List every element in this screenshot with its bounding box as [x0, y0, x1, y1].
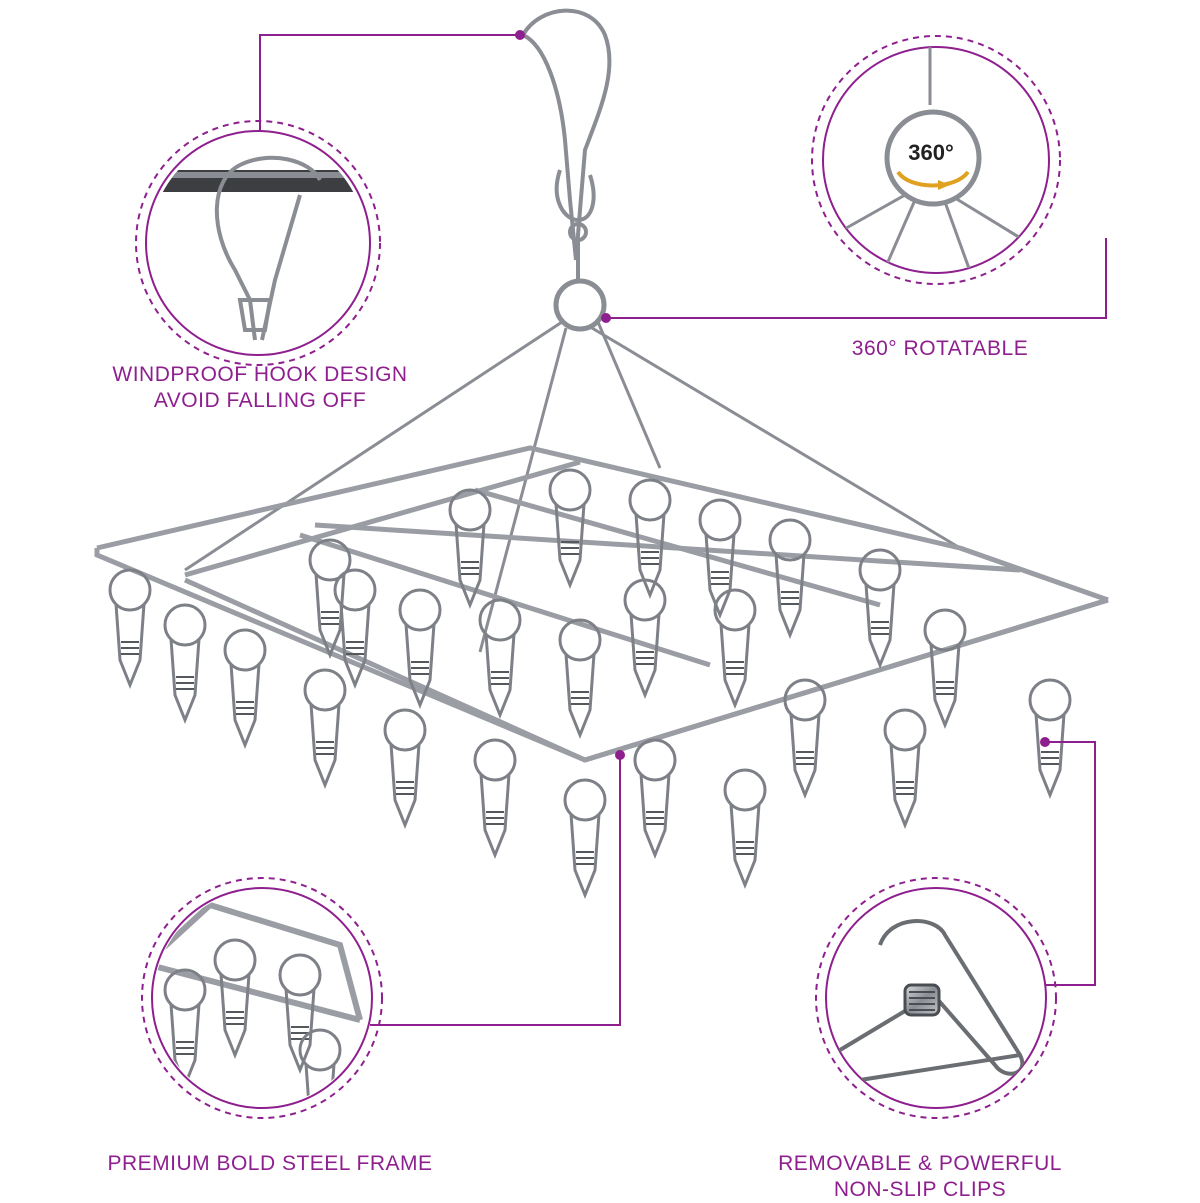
label-steel-frame: PREMIUM BOLD STEEL FRAME	[90, 1151, 450, 1177]
label-windproof-line2: AVOID FALLING OFF	[153, 389, 367, 412]
detail-circle-frame	[141, 877, 383, 1119]
clips-row	[108, 468, 1072, 897]
rotation-arrow-icon	[896, 170, 970, 188]
label-rotatable: 360° ROTATABLE	[820, 336, 1060, 362]
detail-circle-hook	[135, 120, 381, 366]
label-windproof-line1: WINDPROOF HOOK DESIGN	[112, 363, 408, 386]
callout-connectors	[259, 30, 1107, 1026]
rotation-badge: 360°	[908, 140, 954, 165]
swivel-ring	[553, 278, 607, 332]
label-clips-line1: REMOVABLE & POWERFUL	[778, 1152, 1062, 1175]
label-frame-line1: PREMIUM BOLD STEEL FRAME	[107, 1152, 433, 1175]
detail-circle-clip	[815, 877, 1057, 1119]
label-windproof-hook: WINDPROOF HOOK DESIGN AVOID FALLING OFF	[90, 362, 430, 414]
hook-icon	[214, 155, 322, 341]
label-clips: REMOVABLE & POWERFUL NON-SLIP CLIPS	[760, 1151, 1080, 1203]
label-clips-line2: NON-SLIP CLIPS	[833, 1178, 1007, 1201]
main-hook	[521, 8, 612, 280]
label-rotatable-line1: 360° ROTATABLE	[851, 337, 1029, 360]
